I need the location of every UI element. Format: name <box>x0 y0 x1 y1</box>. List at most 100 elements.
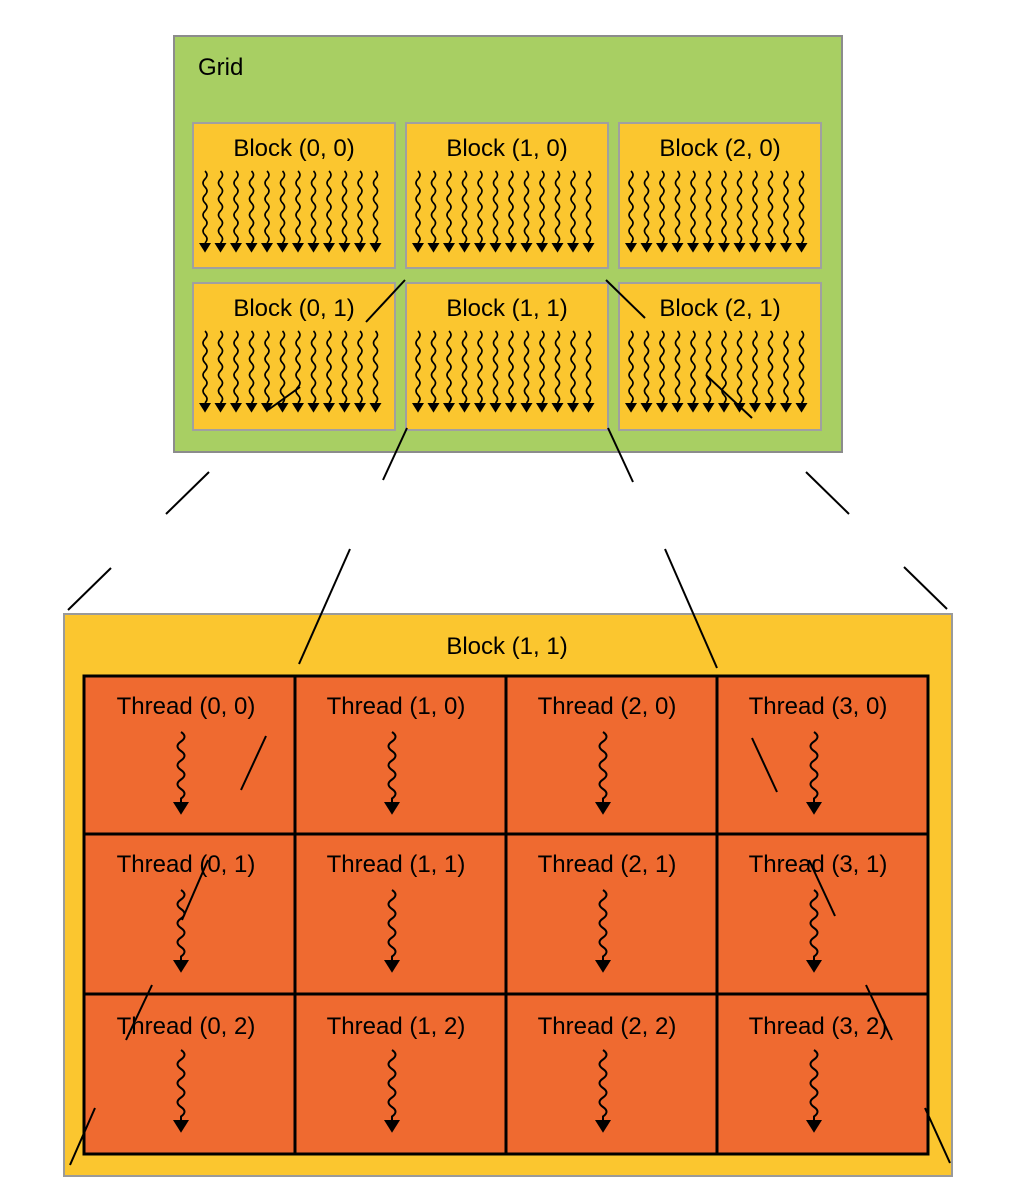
squiggle-line <box>387 889 397 960</box>
thread-label: Thread (3, 0) <box>749 693 888 720</box>
thread-execution-arrow <box>806 889 822 973</box>
connector-segment <box>605 279 646 319</box>
arrowhead <box>276 403 289 413</box>
thread-grid: Thread (0, 0) Thread (1, 0) Thread (2, 0… <box>82 674 930 1156</box>
arrowhead <box>795 403 808 413</box>
thread-label: Thread (3, 1) <box>749 851 888 878</box>
squiggle-line <box>585 330 592 404</box>
squiggle-line <box>310 330 317 404</box>
connector-segment <box>165 471 210 515</box>
thread-cell: Thread (2, 1) <box>504 832 719 996</box>
connector-segment <box>664 548 718 669</box>
squiggle-line <box>674 330 681 404</box>
arrowhead <box>199 403 211 413</box>
arrowhead <box>412 243 424 253</box>
arrowhead <box>474 243 486 253</box>
grid-block: Block (2, 0) <box>618 122 822 269</box>
arrowhead <box>230 403 242 413</box>
arrowhead <box>780 403 792 413</box>
arrowhead <box>173 960 189 973</box>
grid-block: Block (0, 1) <box>192 282 396 431</box>
thread-cell: Thread (0, 1) <box>82 832 297 996</box>
arrowhead <box>536 243 548 253</box>
connector-segment <box>125 984 153 1041</box>
squiggle-line <box>628 330 634 404</box>
squiggle-line <box>176 889 186 960</box>
squiggle-line <box>233 170 239 244</box>
arrowhead <box>384 802 400 815</box>
arrowhead <box>505 403 517 413</box>
arrowhead <box>795 243 808 253</box>
arrowhead <box>687 403 699 413</box>
squiggle-line <box>357 330 363 404</box>
squiggle-line <box>570 330 576 404</box>
squiggle-line <box>372 170 379 244</box>
squiggle-line <box>176 731 186 802</box>
block-label: Block (1, 0) <box>446 135 567 162</box>
arrowhead <box>780 243 792 253</box>
arrowhead <box>369 403 382 413</box>
squiggle-line <box>430 170 437 244</box>
arrowhead <box>458 403 471 413</box>
squiggle-line <box>659 170 665 244</box>
arrowhead <box>671 403 684 413</box>
block-thread-squiggles <box>199 170 382 253</box>
thread-label: Thread (1, 1) <box>327 851 466 878</box>
arrowhead <box>354 403 366 413</box>
squiggle-line <box>310 170 317 244</box>
squiggle-line <box>461 170 468 244</box>
squiggle-line <box>809 1049 819 1120</box>
arrowhead <box>687 243 699 253</box>
squiggle-line <box>674 170 681 244</box>
squiggle-line <box>736 330 743 404</box>
squiggle-line <box>341 170 348 244</box>
squiggle-line <box>326 330 332 404</box>
arrowhead <box>520 243 533 253</box>
squiggle-line <box>248 330 255 404</box>
squiggle-line <box>264 330 270 404</box>
squiggle-line <box>809 889 819 960</box>
grid-block: Block (0, 0) <box>192 122 396 269</box>
block-label: Block (2, 0) <box>659 135 780 162</box>
squiggle-line <box>783 170 789 244</box>
squiggle-line <box>598 889 608 960</box>
arrowhead <box>307 403 320 413</box>
squiggle-line <box>492 330 499 404</box>
arrowhead <box>307 243 320 253</box>
arrowhead <box>173 802 189 815</box>
thread-execution-arrow <box>173 731 189 815</box>
arrowhead <box>806 960 822 973</box>
arrowhead <box>230 243 242 253</box>
arrowhead <box>245 243 258 253</box>
squiggle-line <box>554 170 561 244</box>
squiggle-line <box>690 170 696 244</box>
squiggle-line <box>217 330 224 404</box>
connector-segment <box>607 427 634 483</box>
thread-label: Thread (2, 2) <box>538 1013 677 1040</box>
arrowhead <box>323 403 335 413</box>
thread-execution-arrow <box>384 1049 400 1133</box>
squiggle-line <box>628 170 634 244</box>
squiggle-line <box>539 170 545 244</box>
thread-label: Thread (3, 2) <box>749 1013 888 1040</box>
squiggle-line <box>659 330 665 404</box>
thread-cell: Thread (2, 2) <box>504 992 719 1156</box>
squiggle-line <box>415 330 421 404</box>
connector-segment <box>705 374 753 419</box>
squiggle-line <box>461 330 468 404</box>
thread-label: Thread (1, 0) <box>327 693 466 720</box>
block-thread-squiggles <box>412 330 595 413</box>
squiggle-line <box>176 1049 186 1120</box>
grid-block: Block (1, 0) <box>405 122 609 269</box>
squiggle-line <box>415 170 421 244</box>
thread-execution-arrow <box>173 889 189 973</box>
squiggle-line <box>783 330 789 404</box>
connector-segment <box>69 1107 96 1166</box>
connector-segment <box>298 548 351 665</box>
arrowhead <box>749 243 761 253</box>
block-thread-squiggles <box>412 170 595 253</box>
squiggle-line <box>809 731 819 802</box>
squiggle-line <box>372 330 379 404</box>
squiggle-line <box>767 170 774 244</box>
block-thread-squiggles <box>625 170 808 253</box>
